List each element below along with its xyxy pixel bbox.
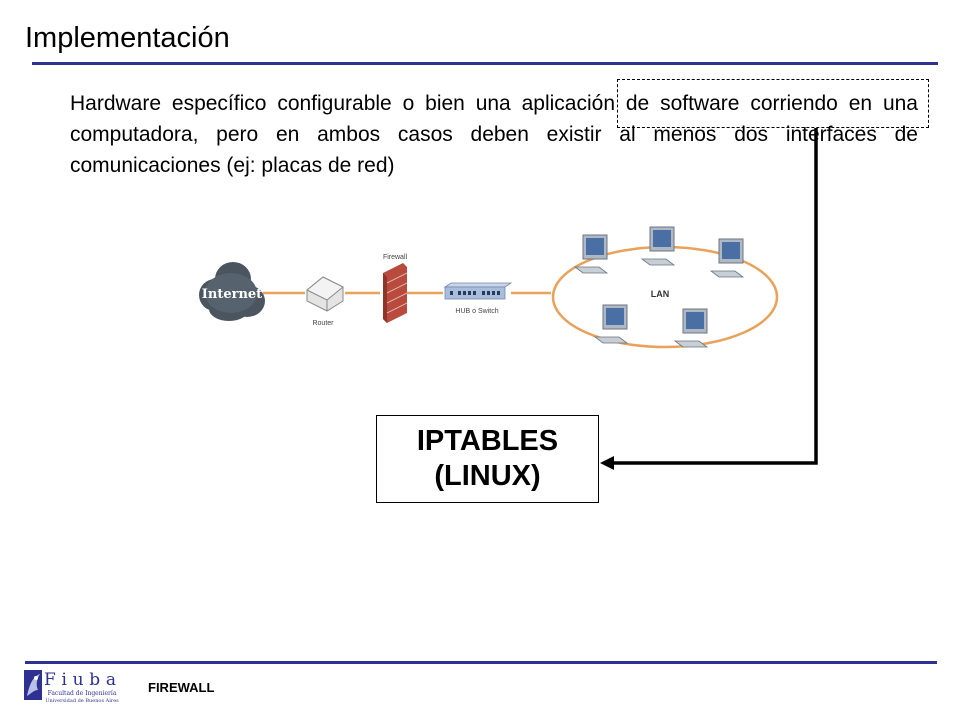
cloud-icon xyxy=(199,262,265,321)
switch-icon xyxy=(443,282,513,300)
fiuba-logo: Fiuba Facultad de Ingeniería Universidad… xyxy=(24,670,120,704)
slide-body-text: Hardware específico configurable o bien … xyxy=(70,92,918,177)
logo-line1: Facultad de Ingeniería xyxy=(48,690,117,697)
iptables-callout: IPTABLES (LINUX) xyxy=(376,415,599,503)
computer-icon xyxy=(593,304,629,344)
router-icon xyxy=(306,276,344,312)
network-diagram: Internet Router Firewall HUB o Switch LA xyxy=(199,226,779,349)
computer-icon xyxy=(709,238,745,278)
footer-divider xyxy=(25,661,937,664)
title-underline xyxy=(32,62,938,65)
footer-label: FIREWALL xyxy=(148,680,215,695)
logo-line2: Universidad de Buenos Aires xyxy=(45,698,119,704)
slide-title: Implementación xyxy=(25,22,230,54)
iptables-line1: IPTABLES xyxy=(416,425,559,457)
computer-icon xyxy=(673,308,709,348)
internet-label: Internet xyxy=(202,287,262,302)
highlight-dashed-box xyxy=(617,79,929,128)
computer-icon xyxy=(640,226,676,266)
hub-label: HUB o Switch xyxy=(455,308,498,315)
router-label: Router xyxy=(312,320,334,327)
lan-label: LAN xyxy=(651,289,670,299)
logo-brand: Fiuba xyxy=(44,670,120,690)
firewall-icon xyxy=(383,263,408,323)
computer-icon xyxy=(573,234,609,274)
iptables-line2: (LINUX) xyxy=(434,460,541,492)
firewall-label: Firewall xyxy=(383,254,408,261)
